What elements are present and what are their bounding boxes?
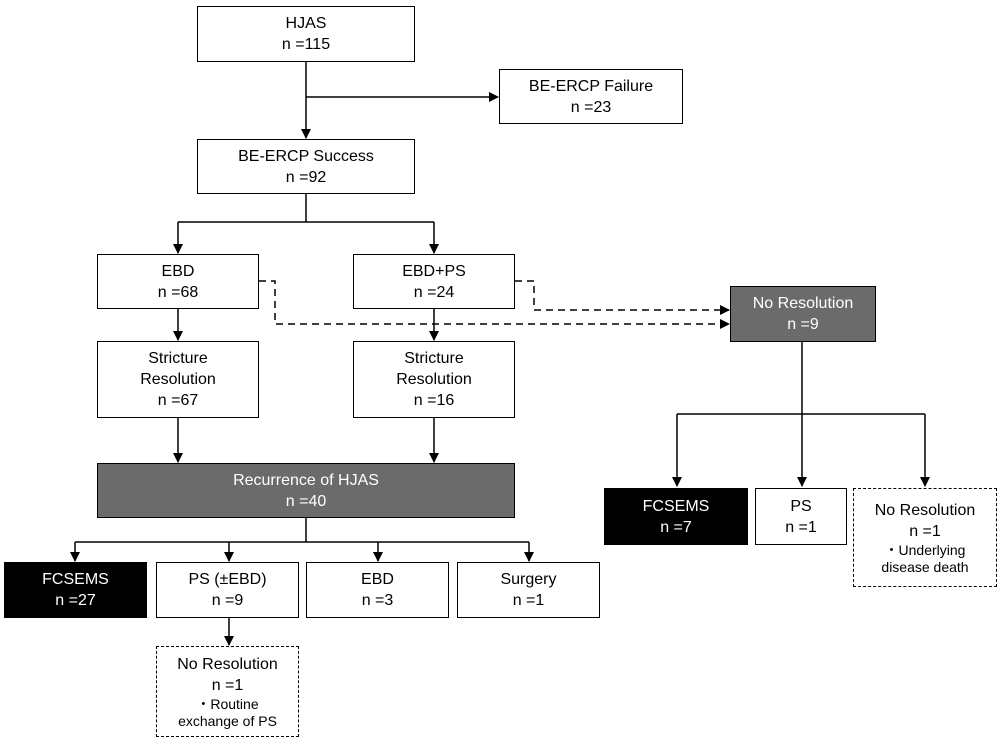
node-fcsems-no-resolution: FCSEMS n =7 <box>604 488 748 545</box>
node-be-ercp-success: BE-ERCP Success n =92 <box>197 139 415 194</box>
node-no-resolution-main: No Resolution n =9 <box>730 286 876 342</box>
node-title: FCSEMS <box>642 497 710 515</box>
node-ebd-recurrence: EBD n =3 <box>306 562 449 618</box>
node-count: n =92 <box>285 168 327 186</box>
node-title-line1: Stricture <box>148 350 208 367</box>
node-count: n =27 <box>55 592 96 609</box>
node-title: No Resolution <box>874 501 976 519</box>
node-no-resolution-ps: No Resolution n =1 ・Routine exchange of … <box>156 646 299 737</box>
node-title: EBD <box>161 262 195 280</box>
node-note-line1: ・Routine <box>196 695 259 712</box>
node-count: n =16 <box>413 392 455 409</box>
node-title: FCSEMS <box>42 571 109 588</box>
node-fcsems-recurrence: FCSEMS n =27 <box>4 562 147 618</box>
dashed-arrow-ebd-ps-to-no-resolution <box>515 280 730 315</box>
node-title-line1: Stricture <box>404 350 464 367</box>
node-count: n =67 <box>157 392 199 409</box>
node-title: EBD <box>361 571 394 588</box>
node-surgery-recurrence: Surgery n =1 <box>457 562 600 618</box>
node-title: Surgery <box>500 571 557 588</box>
node-count: n =9 <box>787 316 819 333</box>
node-note-line2: disease death <box>881 558 969 575</box>
node-count: n =68 <box>157 283 199 301</box>
node-title: Recurrence of HJAS <box>233 471 379 489</box>
node-be-ercp-failure: BE-ERCP Failure n =23 <box>499 69 683 124</box>
node-title-line2: Resolution <box>140 371 216 388</box>
node-title: PS <box>790 497 812 515</box>
node-ps-ebd-recurrence: PS (±EBD) n =9 <box>156 562 299 618</box>
node-count: n =40 <box>285 492 327 510</box>
node-title: EBD+PS <box>402 262 466 280</box>
node-stricture-resolution-ebd: Stricture Resolution n =67 <box>97 341 259 418</box>
node-recurrence: Recurrence of HJAS n =40 <box>97 463 515 518</box>
node-count: n =9 <box>211 592 244 609</box>
node-count: n =1 <box>785 518 817 536</box>
node-count: n =115 <box>281 36 331 53</box>
node-count: n =1 <box>512 592 545 609</box>
node-title: BE-ERCP Failure <box>528 77 654 95</box>
node-count: n =1 <box>211 676 244 694</box>
node-hjas: HJAS n =115 <box>197 6 415 62</box>
dashed-arrow-ebd-to-no-resolution <box>259 280 730 329</box>
node-title: No Resolution <box>177 655 278 673</box>
node-count: n =23 <box>570 98 612 116</box>
node-count: n =7 <box>660 518 692 536</box>
node-count: n =3 <box>361 592 394 609</box>
node-title: BE-ERCP Success <box>238 147 374 165</box>
node-ebd-ps: EBD+PS n =24 <box>353 254 515 309</box>
node-no-resolution-death: No Resolution n =1 ・Underlying disease d… <box>853 488 997 587</box>
node-title: HJAS <box>285 15 327 32</box>
node-count: n =1 <box>909 522 941 540</box>
node-title: PS (±EBD) <box>188 571 267 588</box>
node-note-line2: exchange of PS <box>178 712 277 729</box>
node-ebd: EBD n =68 <box>97 254 259 309</box>
node-count: n =24 <box>413 283 455 301</box>
node-stricture-resolution-ebd-ps: Stricture Resolution n =16 <box>353 341 515 418</box>
node-title: No Resolution <box>752 295 854 312</box>
node-note-line1: ・Underlying <box>884 541 966 558</box>
node-title-line2: Resolution <box>396 371 472 388</box>
node-ps-no-resolution: PS n =1 <box>755 488 847 545</box>
